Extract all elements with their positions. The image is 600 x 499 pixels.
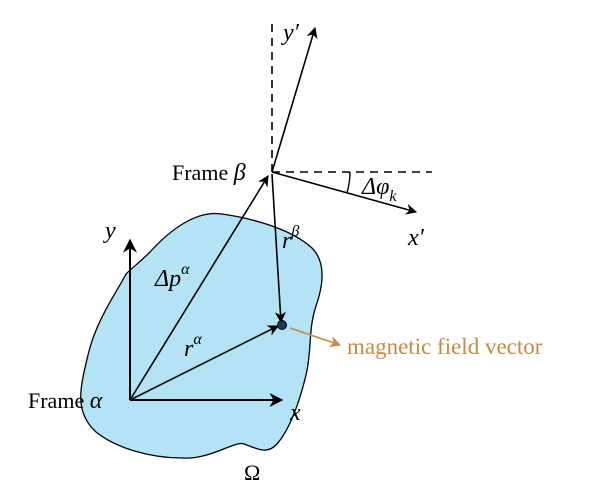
- frame-alpha-label: Frame α: [28, 388, 103, 414]
- delta-phi-arc: [346, 171, 351, 194]
- delta-p-alpha-label: Δpα: [154, 261, 190, 292]
- x-prime-axis-label: x′: [407, 225, 425, 251]
- delta-p-alpha-vector: [129, 175, 269, 401]
- r-alpha-vector: [129, 325, 280, 401]
- annotation-arrow: [289, 327, 342, 348]
- magnetic-field-annotation: magnetic field vector: [347, 334, 543, 359]
- magnetic-field-point: [277, 320, 287, 330]
- frame-beta-label: Frame β: [172, 160, 246, 186]
- y-prime-axis-label: y′: [281, 20, 300, 46]
- y-axis-label: y: [103, 218, 116, 244]
- x-prime-axis: [271, 171, 418, 215]
- region-omega-shape: [80, 212, 323, 459]
- x-axis-label: x: [289, 400, 301, 426]
- r-beta-vector: [271, 173, 286, 324]
- region-omega-label: Ω: [244, 460, 260, 485]
- delta-phi-label: Δφk: [361, 174, 397, 205]
- r-beta-label: rβ: [282, 223, 299, 254]
- y-prime-axis: [271, 26, 318, 173]
- r-alpha-label: rα: [184, 331, 202, 362]
